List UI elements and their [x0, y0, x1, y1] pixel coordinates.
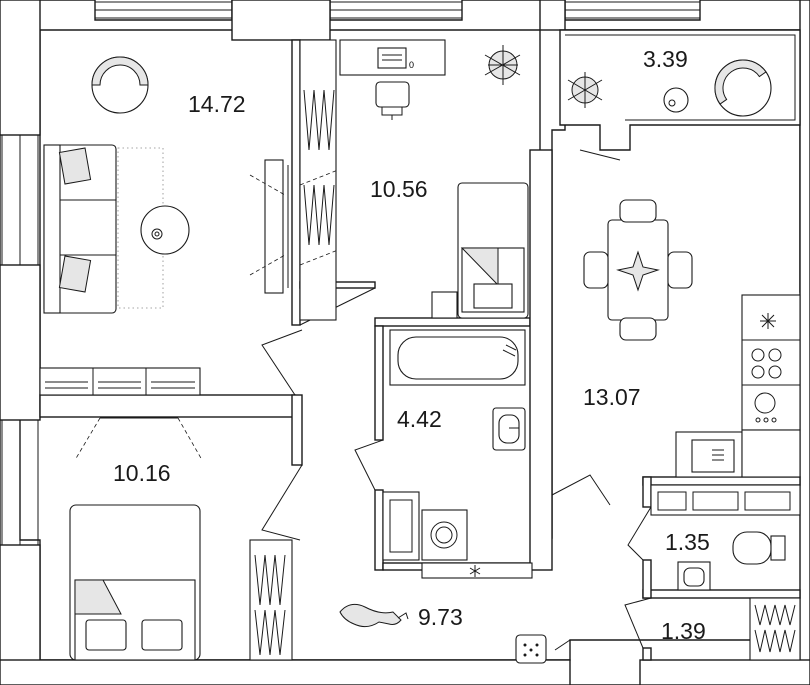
round-table-icon: [663, 87, 689, 113]
wardrobe-icon: [749, 597, 801, 661]
wardrobe-icon: [299, 39, 339, 321]
storage: [749, 597, 801, 661]
laptop-icon: 0: [377, 47, 414, 70]
armchair-icon: [91, 56, 149, 114]
bookshelf: [39, 367, 201, 396]
kitchen-dining: [583, 199, 801, 478]
plant-icon: [567, 72, 603, 108]
pet-bowl-icon: [515, 634, 547, 664]
area-label-kitchen: 13.07: [583, 384, 641, 410]
plant-icon: [484, 45, 521, 85]
oven-icon: [754, 392, 777, 423]
cat-icon: [339, 603, 409, 628]
area-label-bedroom: 10.16: [113, 460, 171, 486]
living-room: [39, 56, 289, 396]
bedroom: [69, 417, 293, 661]
sink-icon: [675, 431, 743, 478]
area-label-living-room: 14.72: [188, 91, 246, 117]
washing-machine-icon: [421, 509, 468, 561]
dining-table-icon: [583, 199, 693, 341]
area-label-bathroom: 4.42: [397, 406, 442, 432]
area-labels: 14.72 10.56 3.39 13.07 4.42 10.16 9.73 1…: [113, 46, 710, 644]
area-label-hallway: 9.73: [418, 604, 463, 630]
sofa-icon: [43, 144, 117, 314]
stove-icon: [742, 348, 800, 386]
radiator: [421, 562, 533, 579]
hallway: [339, 603, 547, 664]
interior-walls: [39, 39, 801, 661]
area-label-balcony: 3.39: [643, 46, 688, 72]
cabinet: [382, 491, 420, 561]
area-label-study-bedroom: 10.56: [370, 176, 428, 202]
desk-icon: 0: [339, 39, 446, 76]
balcony: [567, 59, 772, 117]
fridge-icon: [742, 313, 800, 341]
washbasin-icon: [492, 407, 526, 451]
toilet-icon: [732, 531, 786, 565]
rug: [117, 147, 164, 309]
bathtub-icon: [389, 329, 526, 386]
wardrobe-icon: [249, 539, 293, 661]
round-table-icon: [140, 205, 190, 255]
area-label-toilet: 1.35: [665, 529, 710, 555]
office-chair-icon: [375, 81, 410, 120]
study-bedroom: 0: [299, 39, 529, 321]
armchair-icon: [714, 59, 772, 117]
toilet: [650, 484, 801, 591]
laptop-label: 0: [409, 60, 414, 70]
washbasin-icon: [677, 561, 711, 591]
bathroom: [382, 329, 533, 579]
tv-stand: [264, 159, 284, 294]
double-bed-icon: [69, 504, 201, 661]
bunk-bed-icon: [431, 182, 529, 319]
area-label-storage: 1.39: [661, 618, 706, 644]
